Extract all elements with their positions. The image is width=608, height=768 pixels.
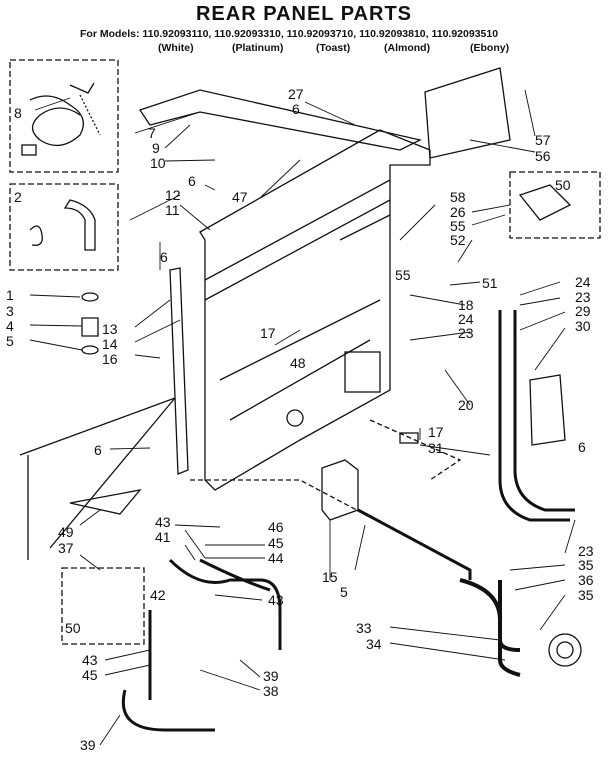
callout-26: 26 [450,204,466,220]
pump-inset-box [61,567,145,645]
power-cord-inset-box [9,59,119,173]
callout-6d: 6 [578,439,586,455]
callout-52: 52 [450,232,466,248]
callout-46: 46 [268,519,284,535]
callout-45a: 45 [268,535,284,551]
callout-23a: 23 [458,325,474,341]
callout-33: 33 [356,620,372,636]
callout-51: 51 [482,275,498,291]
callout-5: 5 [6,333,14,349]
callout-20: 20 [458,397,474,413]
callout-8: 8 [14,105,22,121]
callout-43a: 43 [155,514,171,530]
callout-23c: 23 [578,543,594,559]
color-platinum: (Platinum) [232,42,284,54]
callout-9: 9 [152,140,160,156]
callout-27: 27 [288,86,304,102]
cover-plate [424,67,511,159]
callout-4: 4 [6,318,14,334]
top-cover [138,89,422,151]
color-ebony: (Ebony) [470,42,510,54]
page-title: REAR PANEL PARTS [195,3,413,25]
callout-37: 37 [58,540,74,556]
callout-6a: 6 [188,173,196,189]
callout-18: 17 [260,325,276,341]
callout-30: 30 [575,318,591,334]
callout-23b: 23 [575,289,591,305]
callout-35b: 35 [578,587,594,603]
callout-39a: 39 [80,737,96,753]
callout-17: 17 [428,424,444,440]
callout-6e: 6 [94,442,102,458]
callout-15: 15 [322,569,338,585]
callout-42: 43 [268,592,284,608]
color-toast: (Toast) [316,42,351,54]
bracket [69,489,142,515]
callout-11: 11 [165,202,180,218]
callout-40: 41 [155,529,171,545]
callout-41: 42 [150,587,166,603]
inlet-hose-cold [513,310,575,512]
callout-34: 34 [366,636,382,652]
callout-49: 49 [58,524,74,540]
callout-45b: 45 [82,667,98,683]
callout-31: 31 [428,440,444,456]
callout-2: 2 [14,189,22,205]
callout-5b: 5 [340,584,348,600]
models-list: 110.92093110, 110.92093310, 110.92093710… [142,28,499,40]
callout-44: 44 [268,550,284,566]
callout-47: 47 [232,189,248,205]
drain-hose-part [29,199,96,251]
callout-48: 48 [290,355,306,371]
callout-24a: 24 [458,311,474,327]
callout-13: 13 [102,321,118,337]
callout-21: 18 [458,297,474,313]
callout-55a: 55 [450,218,466,234]
callout-38: 38 [263,683,279,699]
power-cord-part [21,82,101,156]
callout-56: 56 [535,148,551,164]
color-almond: (Almond) [384,42,431,54]
callout-14: 14 [102,336,118,352]
callout-7: 7 [148,125,156,141]
callout-12: 12 [165,187,181,203]
callout-58: 58 [450,189,466,205]
callout-10: 10 [150,155,166,171]
callout-35a: 35 [578,557,594,573]
callout-57: 57 [535,132,551,148]
drain-hose-inset-box [9,183,119,271]
callout-6b: 6 [160,249,168,265]
callout-3: 3 [6,303,14,319]
callout-39b: 39 [263,668,279,684]
callout-1: 1 [6,287,14,303]
callout-6c: 6 [292,101,300,117]
callout-24b: 24 [575,274,591,290]
models-line: For Models: 110.92093110, 110.92093310, … [80,28,498,40]
callout-50a: 50 [555,177,571,193]
side-rail [169,267,189,475]
callout-43b: 43 [82,652,98,668]
callout-36: 36 [578,572,594,588]
color-white: (White) [158,42,194,54]
callout-50b: 50 [65,620,81,636]
callout-55b: 55 [395,267,411,283]
callout-29: 29 [575,303,591,319]
inlet-hose-hot [498,310,570,522]
callout-16: 16 [102,351,118,367]
models-prefix: For Models: [80,28,140,40]
